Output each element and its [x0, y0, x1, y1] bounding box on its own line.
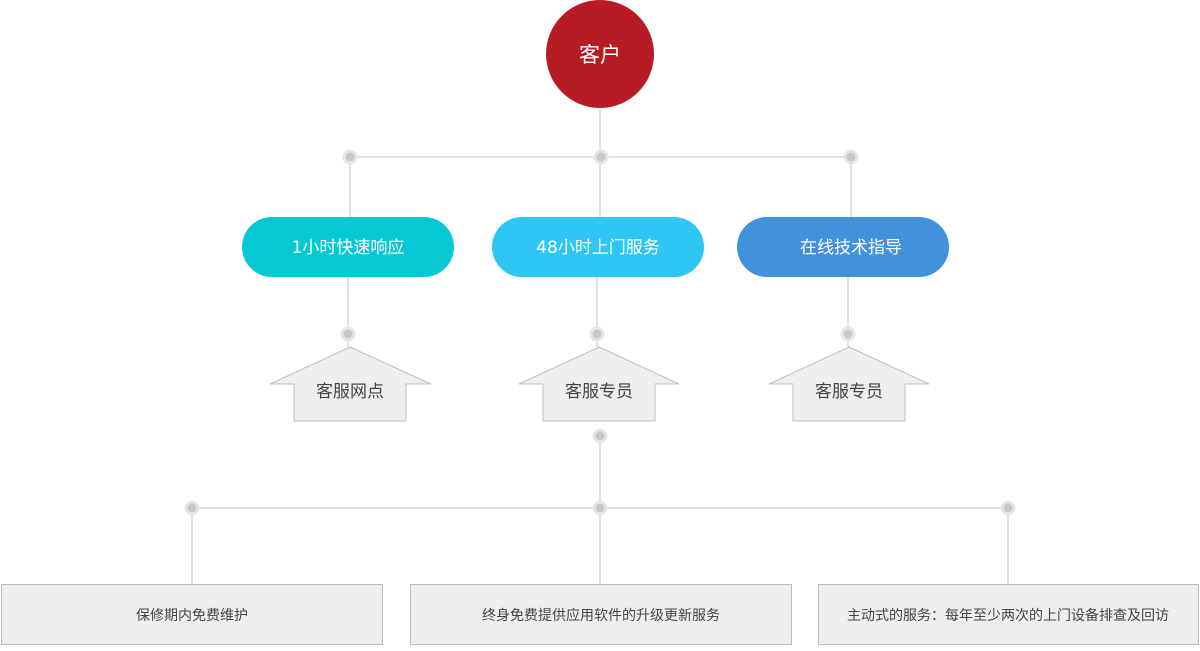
service-pill — [242, 217, 454, 277]
channel-node-1: 客服网点 — [269, 346, 432, 422]
junction-dot — [593, 149, 609, 165]
benefit-node-2: 终身免费提供应用软件的升级更新服务 — [410, 584, 792, 645]
junction-dot — [592, 428, 608, 444]
benefit-label: 保修期内免费维护 — [136, 608, 248, 624]
service-pill — [737, 217, 949, 277]
benefit-box — [818, 584, 1199, 645]
junction-dot — [592, 500, 608, 516]
root-label: 客户 — [579, 43, 621, 67]
channel-node-3: 客服专员 — [768, 346, 930, 422]
benefit-box — [1, 584, 383, 645]
service-label: 在线技术指导 — [800, 238, 902, 258]
service-nodes: 1小时快速响应 48小时上门服务 在线技术指导 — [242, 217, 949, 277]
root-circle — [546, 0, 654, 108]
service-pill — [492, 217, 704, 277]
house-arrow-shape — [768, 346, 930, 422]
house-arrow-shape — [518, 346, 680, 422]
junction-dot — [1000, 500, 1016, 516]
root-node: 客户 — [546, 0, 654, 108]
house-arrow-shape — [269, 346, 432, 422]
junction-dot — [342, 149, 358, 165]
channel-label: 客服专员 — [815, 382, 883, 402]
benefit-node-1: 保修期内免费维护 — [1, 584, 383, 645]
service-node-2: 48小时上门服务 — [492, 217, 704, 277]
channel-label: 客服专员 — [565, 382, 633, 402]
service-node-1: 1小时快速响应 — [242, 217, 454, 277]
service-node-3: 在线技术指导 — [737, 217, 949, 277]
benefit-nodes: 保修期内免费维护 终身免费提供应用软件的升级更新服务 主动式的服务：每年至少两次… — [1, 584, 1199, 645]
benefit-label: 终身免费提供应用软件的升级更新服务 — [482, 607, 720, 624]
benefit-node-3: 主动式的服务：每年至少两次的上门设备排查及回访 — [818, 584, 1199, 645]
channel-label: 客服网点 — [316, 382, 384, 402]
junction-dots — [184, 149, 1016, 516]
channel-nodes: 客服网点 客服专员 客服专员 — [269, 346, 930, 422]
junction-dot — [843, 149, 859, 165]
junction-dot — [589, 326, 605, 342]
service-label: 48小时上门服务 — [536, 238, 660, 258]
junction-dot — [340, 326, 356, 342]
junction-dot — [840, 326, 856, 342]
benefit-box — [410, 584, 792, 645]
junction-dot — [184, 500, 200, 516]
service-label: 1小时快速响应 — [292, 238, 405, 258]
channel-node-2: 客服专员 — [518, 346, 680, 422]
benefit-label: 主动式的服务：每年至少两次的上门设备排查及回访 — [847, 607, 1169, 624]
